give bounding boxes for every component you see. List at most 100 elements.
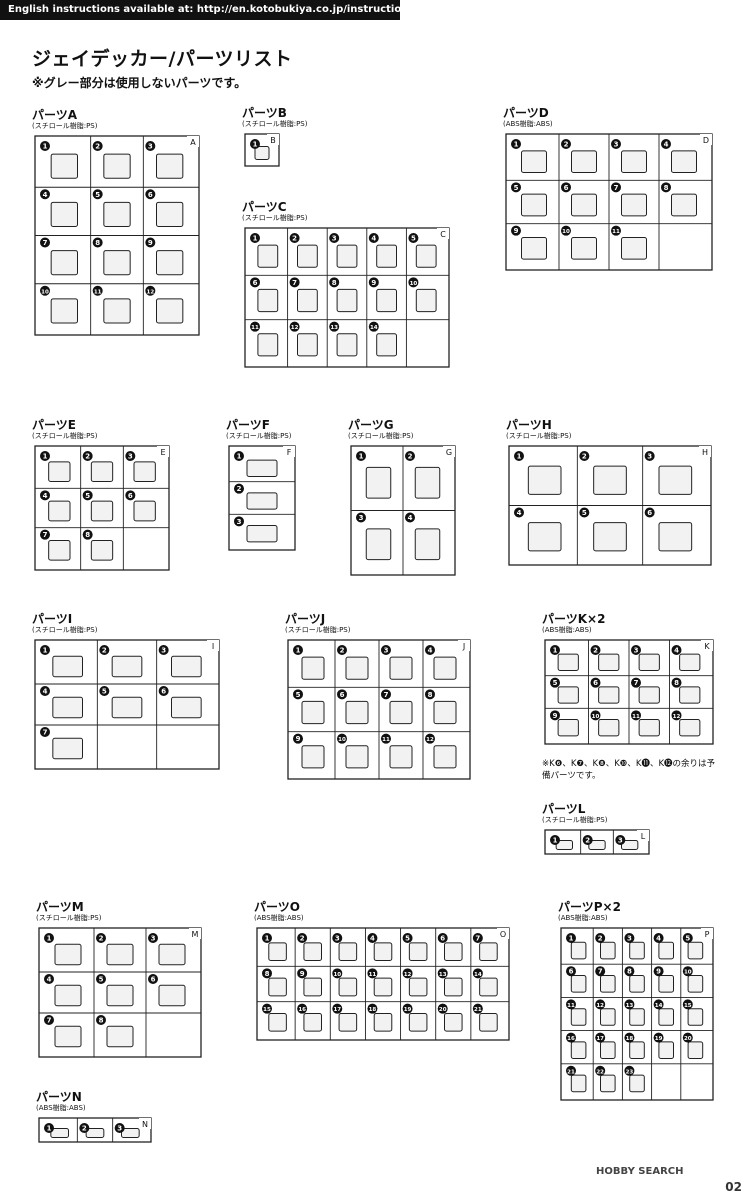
sprue-letter: C	[440, 230, 446, 239]
part-number-badge	[96, 974, 106, 984]
sprue-part	[303, 977, 322, 997]
part-number-badge	[125, 451, 136, 461]
sprue-letter-tab	[139, 1118, 151, 1129]
part-material: (スチロール樹脂:PS)	[32, 626, 98, 634]
sprue-letter: H	[702, 448, 708, 457]
sprue-part	[156, 250, 184, 276]
sprue-part	[433, 656, 457, 680]
sprue-part	[658, 975, 675, 993]
part-number-badge	[40, 645, 50, 655]
part-number-badge	[79, 1123, 90, 1133]
part-number-badge	[356, 451, 366, 461]
sprue-part	[629, 1008, 645, 1026]
sprue-part	[111, 696, 143, 719]
sprue-part	[156, 153, 184, 179]
part-number: 5	[405, 935, 410, 943]
part-name: パーツE	[32, 418, 76, 432]
part-material: (スチロール樹脂:PS)	[226, 432, 292, 440]
part-number: 10	[41, 289, 49, 295]
part-number: 7	[292, 279, 297, 287]
part-number: 21	[474, 1007, 482, 1013]
part-number-badge	[297, 1003, 308, 1014]
part-number-badge	[293, 689, 303, 700]
part-number-badge	[99, 686, 110, 696]
part-number: 21	[567, 1069, 575, 1075]
part-number: 14	[474, 972, 482, 978]
part-material: (スチロール樹脂:PS)	[32, 432, 98, 440]
part-number-badge	[158, 645, 169, 655]
part-number-badge	[437, 1003, 448, 1014]
sprue-part	[444, 1013, 463, 1032]
sprue-part	[557, 719, 579, 737]
part-name: パーツK×2	[542, 612, 606, 626]
sprue-part	[268, 942, 287, 961]
part-number: 11	[382, 737, 390, 743]
part-number-badge	[595, 1065, 606, 1076]
part-number-badge	[96, 1015, 106, 1025]
sprue-part	[527, 522, 562, 552]
sprue-part	[571, 237, 597, 260]
part-number: 8	[85, 531, 90, 539]
sprue-letter: P	[705, 930, 710, 939]
sprue-part	[570, 1074, 587, 1093]
part-number-badge	[561, 182, 571, 193]
part-number: 20	[684, 1036, 692, 1042]
sprue-part	[521, 237, 547, 260]
sprue-letter-tab	[497, 928, 509, 939]
sprue-letter-tab	[701, 640, 713, 651]
part-number-badge	[289, 233, 300, 243]
sprue-part	[103, 201, 131, 227]
page-title: ジェイデッカー/パーツリスト	[32, 48, 293, 70]
part-number: 8	[627, 968, 632, 976]
sprue-part	[257, 244, 279, 268]
part-number-badge	[125, 490, 136, 501]
part-number-badge	[82, 490, 93, 501]
sprue-part	[121, 1128, 140, 1138]
part-name: パーツP×2	[558, 900, 621, 914]
sprue-part	[687, 975, 704, 993]
part-number: 4	[370, 935, 375, 943]
part-number: 8	[265, 970, 270, 978]
sprue-part	[297, 288, 318, 313]
sprue-part	[629, 941, 645, 960]
sprue-part	[658, 941, 675, 960]
sprue-letter-tab	[700, 134, 712, 145]
sprue-part	[345, 745, 369, 769]
sprue-part	[373, 1013, 393, 1032]
part-name: パーツC	[242, 200, 287, 214]
part-number: 10	[684, 970, 692, 976]
sprue-letter: G	[446, 448, 452, 457]
sprue-letter-tab	[701, 928, 713, 939]
part-number: 7	[598, 968, 603, 976]
part-number-badge	[550, 645, 560, 655]
part-number-badge	[611, 182, 621, 193]
sprue-part	[103, 298, 131, 324]
part-number-badge	[631, 645, 641, 655]
part-name: パーツM	[36, 900, 84, 914]
part-number-badge	[437, 968, 448, 979]
part-number-badge	[96, 933, 106, 943]
part-name: パーツA	[32, 108, 78, 122]
sprue-part	[336, 288, 358, 313]
part-number-badge	[671, 677, 682, 688]
part-number: 7	[475, 935, 480, 943]
part-number: 4	[664, 141, 669, 149]
part-number-badge	[408, 277, 419, 288]
part-number: 4	[371, 235, 376, 243]
part-number-badge	[402, 968, 413, 979]
sprue-part	[415, 244, 437, 268]
sprue-part	[106, 943, 134, 966]
part-number: 10	[333, 972, 341, 978]
sprue-part	[156, 298, 184, 324]
sprue-part	[444, 977, 463, 997]
part-number: 1	[359, 453, 364, 461]
part-number-badge	[611, 225, 621, 236]
part-material: (ABS樹脂:ABS)	[36, 1104, 86, 1112]
part-number: 3	[237, 518, 242, 526]
part-number: 2	[292, 235, 297, 243]
